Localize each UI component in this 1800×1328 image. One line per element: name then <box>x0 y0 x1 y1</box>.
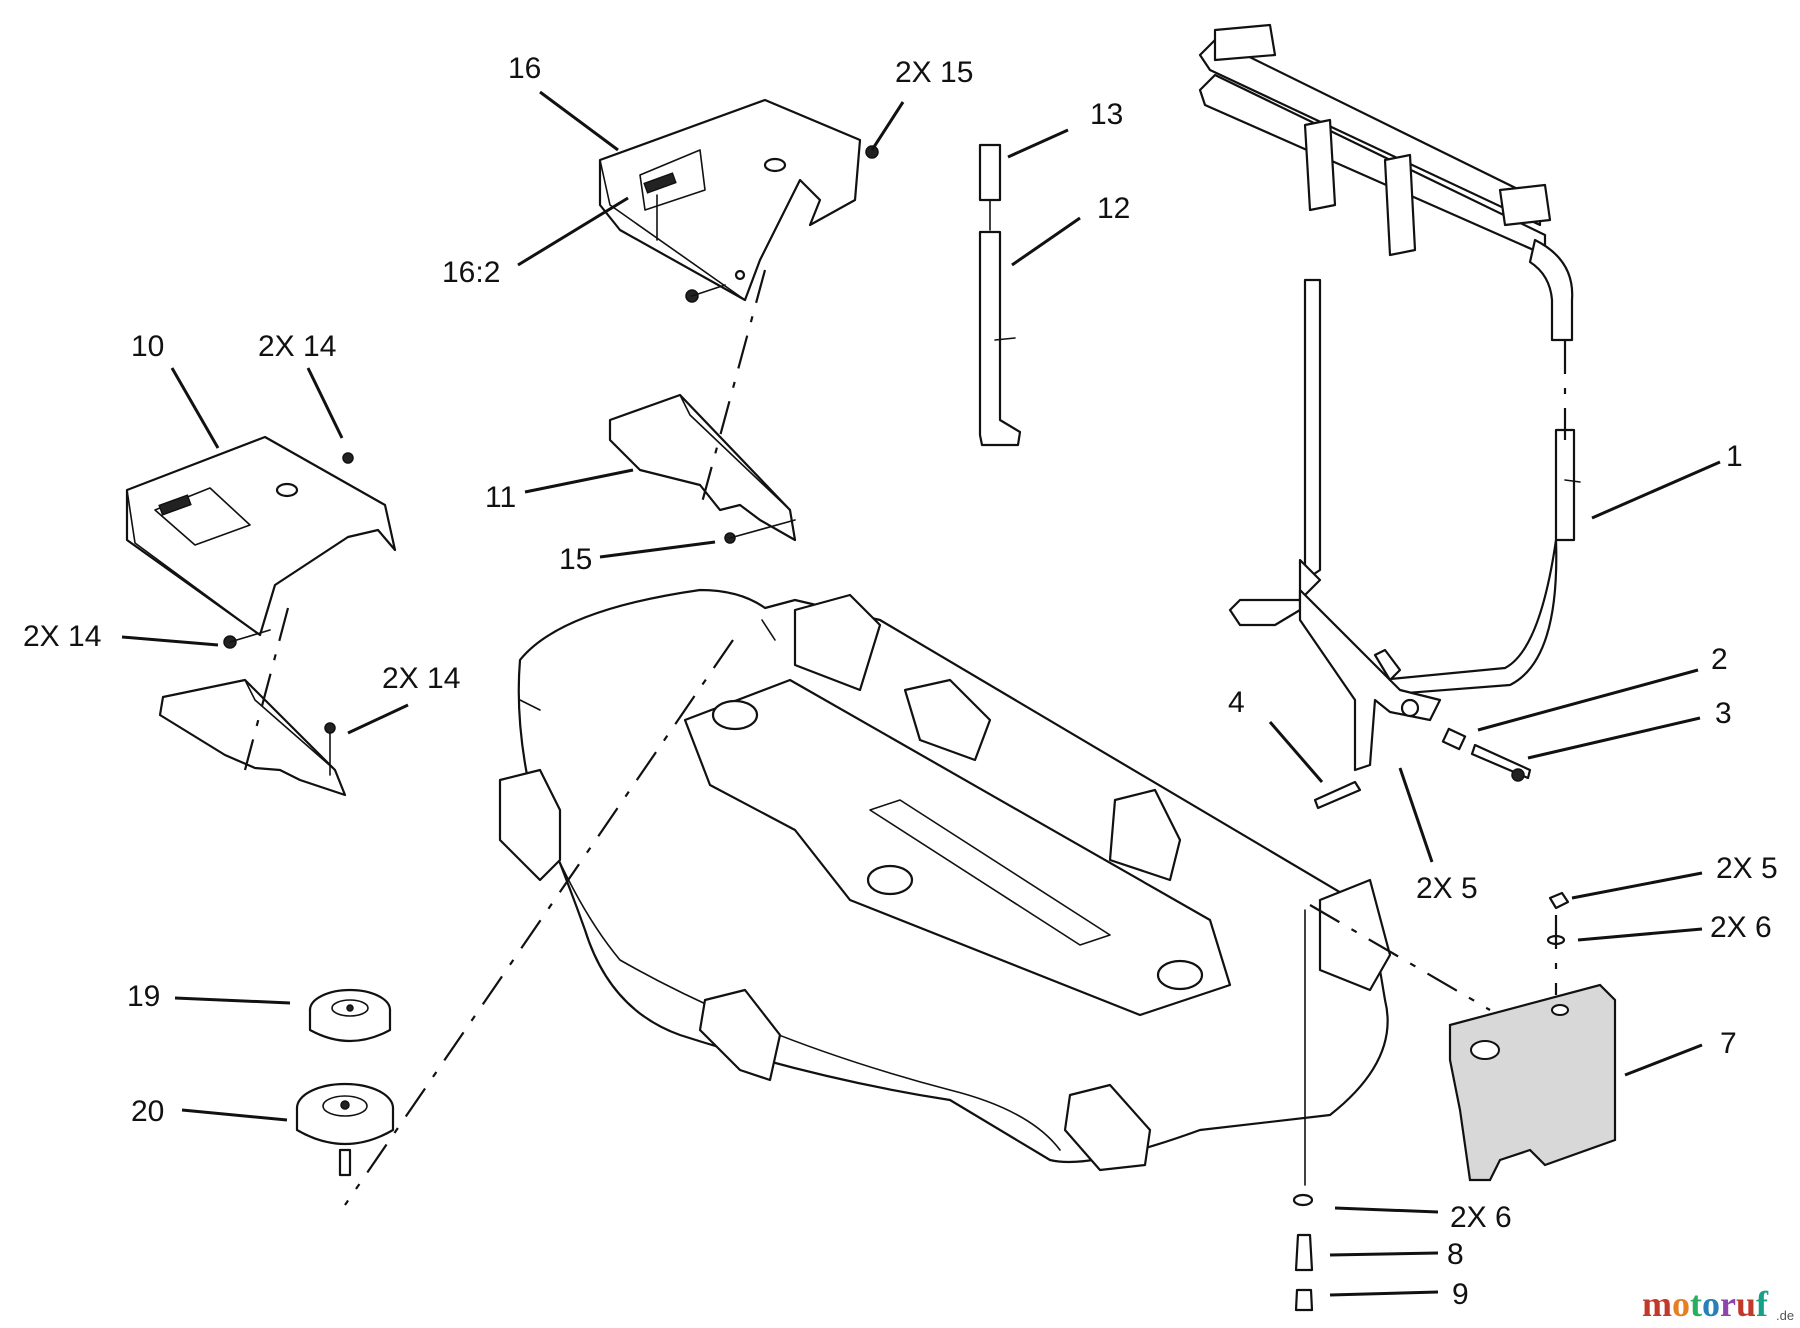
callout-2x14-mid: 2X 14 <box>382 662 460 695</box>
right-hardware-stack <box>1546 891 1570 946</box>
callout-10: 10 <box>131 330 164 363</box>
logo-letter: r <box>1720 1284 1736 1324</box>
logo-letter: u <box>1736 1284 1756 1324</box>
pulley-small <box>308 988 392 1043</box>
callout-20: 20 <box>131 1095 164 1128</box>
hardware-pins <box>1313 727 1532 810</box>
callout-2x6-right: 2X 6 <box>1710 911 1772 944</box>
callout-3: 3 <box>1715 697 1732 730</box>
pulley-large <box>295 1082 395 1177</box>
bracket-upper <box>608 393 797 544</box>
callout-2x14-left: 2X 14 <box>23 620 101 653</box>
callout-leaders <box>121 90 1721 1297</box>
callout-4: 4 <box>1228 686 1245 719</box>
logo-letter: o <box>1672 1284 1690 1324</box>
callout-2x5-mid: 2X 5 <box>1416 872 1478 905</box>
left-belt-cover <box>125 435 397 649</box>
spring-rod <box>978 143 1022 447</box>
bottom-hardware-stack <box>1292 909 1314 1312</box>
callout-9: 9 <box>1452 1278 1469 1311</box>
callout-2x15-top: 2X 15 <box>895 56 973 89</box>
callout-16-2: 16:2 <box>442 256 500 289</box>
logo-text: motoruf <box>1642 1284 1769 1324</box>
callout-2x5-right: 2X 5 <box>1716 852 1778 885</box>
pivot-arm <box>1228 278 1442 772</box>
callout-1: 1 <box>1726 440 1743 473</box>
callout-labels: 16 2X 15 13 12 16:2 10 2X 14 11 15 2X 14… <box>23 52 1778 1311</box>
bracket-lower <box>158 678 347 797</box>
logo-letter: t <box>1690 1284 1702 1324</box>
mower-deck <box>498 588 1392 1172</box>
lift-frame <box>1198 23 1581 697</box>
idler-arm <box>1448 983 1617 1182</box>
callout-2: 2 <box>1711 643 1728 676</box>
logo-suffix: .de <box>1776 1308 1794 1323</box>
callout-13: 13 <box>1090 98 1123 131</box>
callout-16: 16 <box>508 52 541 85</box>
callout-11: 11 <box>485 481 516 514</box>
callout-12: 12 <box>1097 192 1130 225</box>
assembly-lines <box>243 269 1567 1206</box>
callout-7: 7 <box>1720 1027 1737 1060</box>
brand-logo: motoruf .de <box>1642 1284 1794 1324</box>
logo-letter: f <box>1756 1284 1769 1324</box>
logo-letter: m <box>1642 1284 1672 1324</box>
callout-15: 15 <box>559 543 592 576</box>
callout-19: 19 <box>127 980 160 1013</box>
top-belt-cover <box>598 98 879 303</box>
callout-2x6-bottom: 2X 6 <box>1450 1201 1512 1234</box>
logo-letter: o <box>1702 1284 1720 1324</box>
callout-2x14-top: 2X 14 <box>258 330 336 363</box>
callout-8: 8 <box>1447 1238 1464 1271</box>
